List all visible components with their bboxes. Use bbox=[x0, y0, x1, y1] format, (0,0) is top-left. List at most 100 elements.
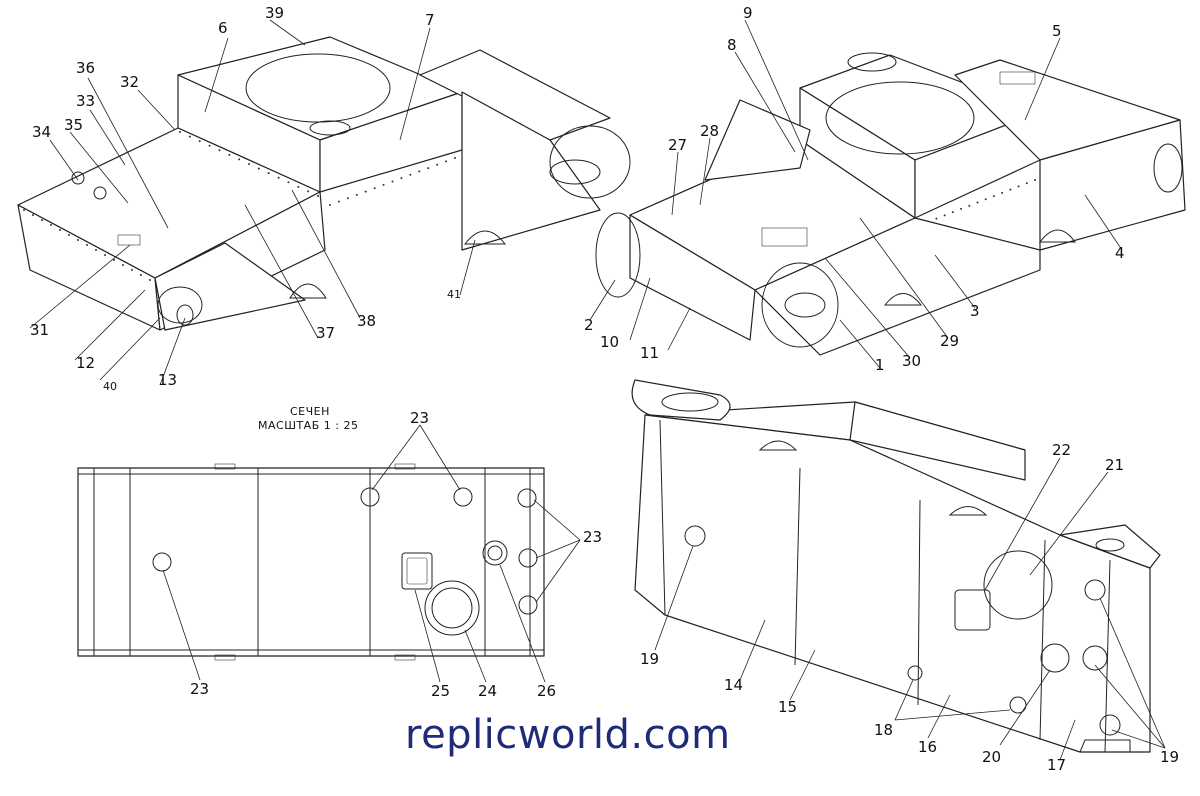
rivet bbox=[149, 279, 151, 281]
callout-4: 4 bbox=[1115, 244, 1125, 262]
callout-38: 38 bbox=[357, 312, 376, 330]
rivet bbox=[198, 140, 201, 143]
callout-10: 10 bbox=[600, 333, 619, 351]
rivet bbox=[951, 211, 954, 214]
rivet bbox=[329, 204, 331, 206]
hull-view-bottom-right: 22 21 19 14 15 18 16 20 17 19 bbox=[631, 379, 1179, 774]
rivet bbox=[1017, 185, 1020, 188]
callout-22: 22 bbox=[1052, 441, 1071, 459]
rivet bbox=[77, 239, 79, 241]
callout-31: 31 bbox=[30, 321, 49, 339]
callout-9: 9 bbox=[743, 4, 753, 22]
callout-5: 5 bbox=[1052, 22, 1062, 40]
callout-12: 12 bbox=[76, 354, 95, 372]
rivet bbox=[1001, 191, 1004, 194]
callout-25: 25 bbox=[431, 682, 450, 700]
rivet bbox=[68, 234, 70, 236]
callout-20: 20 bbox=[982, 748, 1001, 766]
callout-28: 28 bbox=[700, 122, 719, 140]
rivet bbox=[1025, 182, 1028, 185]
rivet bbox=[968, 204, 971, 207]
rivet bbox=[445, 160, 448, 163]
rivet bbox=[208, 144, 211, 147]
rivet bbox=[454, 157, 456, 159]
callout-23-right: 23 bbox=[583, 528, 602, 546]
callout-15: 15 bbox=[778, 698, 797, 716]
rivet bbox=[418, 170, 421, 173]
callout-23-bottom: 23 bbox=[190, 680, 209, 698]
callout-18: 18 bbox=[874, 721, 893, 739]
rivet bbox=[346, 197, 349, 200]
rivet bbox=[86, 244, 88, 246]
callout-30: 30 bbox=[902, 352, 921, 370]
rivet bbox=[50, 224, 52, 226]
callout-21: 21 bbox=[1105, 456, 1124, 474]
rivet bbox=[317, 195, 319, 197]
rivet bbox=[364, 190, 367, 193]
rivet bbox=[436, 163, 439, 166]
callout-2: 2 bbox=[584, 316, 594, 334]
callout-13: 13 bbox=[158, 371, 177, 389]
section-view: СЕЧЕН МАСШТАБ 1 : 25 bbox=[77, 405, 602, 700]
rivet bbox=[976, 201, 979, 204]
rivet bbox=[59, 229, 61, 231]
callout-40: 40 bbox=[103, 380, 117, 393]
callout-23-top: 23 bbox=[410, 409, 429, 427]
callout-7: 7 bbox=[425, 11, 435, 29]
callout-14: 14 bbox=[724, 676, 743, 694]
watermark: replicworld.com bbox=[405, 712, 731, 758]
rivet bbox=[248, 163, 250, 165]
callout-19-right: 19 bbox=[1160, 748, 1179, 766]
callout-16: 16 bbox=[918, 738, 937, 756]
callout-1: 1 bbox=[875, 356, 885, 374]
rivet bbox=[32, 214, 34, 216]
rivet bbox=[122, 264, 124, 266]
rivet bbox=[427, 167, 430, 170]
section-scale: МАСШТАБ 1 : 25 bbox=[258, 419, 358, 432]
rivet bbox=[337, 200, 340, 203]
rivet bbox=[188, 135, 191, 138]
callout-41: 41 bbox=[447, 288, 461, 301]
callout-35: 35 bbox=[64, 116, 83, 134]
rivet bbox=[1009, 188, 1012, 191]
rivet bbox=[297, 185, 300, 188]
rivet bbox=[218, 149, 221, 152]
rivet bbox=[277, 176, 280, 179]
rivet bbox=[131, 269, 133, 271]
callout-11: 11 bbox=[640, 344, 659, 362]
rivet bbox=[238, 158, 241, 161]
rivet bbox=[95, 249, 97, 251]
rivet bbox=[382, 183, 385, 186]
callout-34: 34 bbox=[32, 123, 51, 141]
rivet bbox=[391, 180, 394, 183]
rivet bbox=[1034, 179, 1036, 181]
rivet bbox=[935, 217, 938, 220]
rivet bbox=[943, 214, 946, 217]
rivet bbox=[960, 207, 963, 210]
rivet bbox=[140, 274, 142, 276]
rivet bbox=[400, 177, 403, 180]
rivet bbox=[984, 198, 987, 201]
callout-27: 27 bbox=[668, 136, 687, 154]
rivet bbox=[373, 187, 376, 190]
hull-view-top-right: 9 8 5 28 27 4 3 29 30 1 2 10 11 bbox=[584, 4, 1186, 374]
callout-36: 36 bbox=[76, 59, 95, 77]
callout-24: 24 bbox=[478, 682, 497, 700]
rivet bbox=[23, 209, 25, 211]
rivet bbox=[287, 181, 290, 184]
callout-33: 33 bbox=[76, 92, 95, 110]
rivet bbox=[41, 219, 43, 221]
callout-6: 6 bbox=[218, 19, 228, 37]
callout-29: 29 bbox=[940, 332, 959, 350]
rivet bbox=[228, 153, 231, 156]
callout-32: 32 bbox=[120, 73, 139, 91]
callout-19-left: 19 bbox=[640, 650, 659, 668]
rivet bbox=[113, 259, 115, 261]
section-title: СЕЧЕН bbox=[290, 405, 330, 418]
rivet bbox=[992, 195, 995, 198]
rivet bbox=[257, 167, 260, 170]
callout-17: 17 bbox=[1047, 756, 1066, 774]
rivet bbox=[355, 193, 358, 196]
rivet bbox=[267, 172, 270, 175]
